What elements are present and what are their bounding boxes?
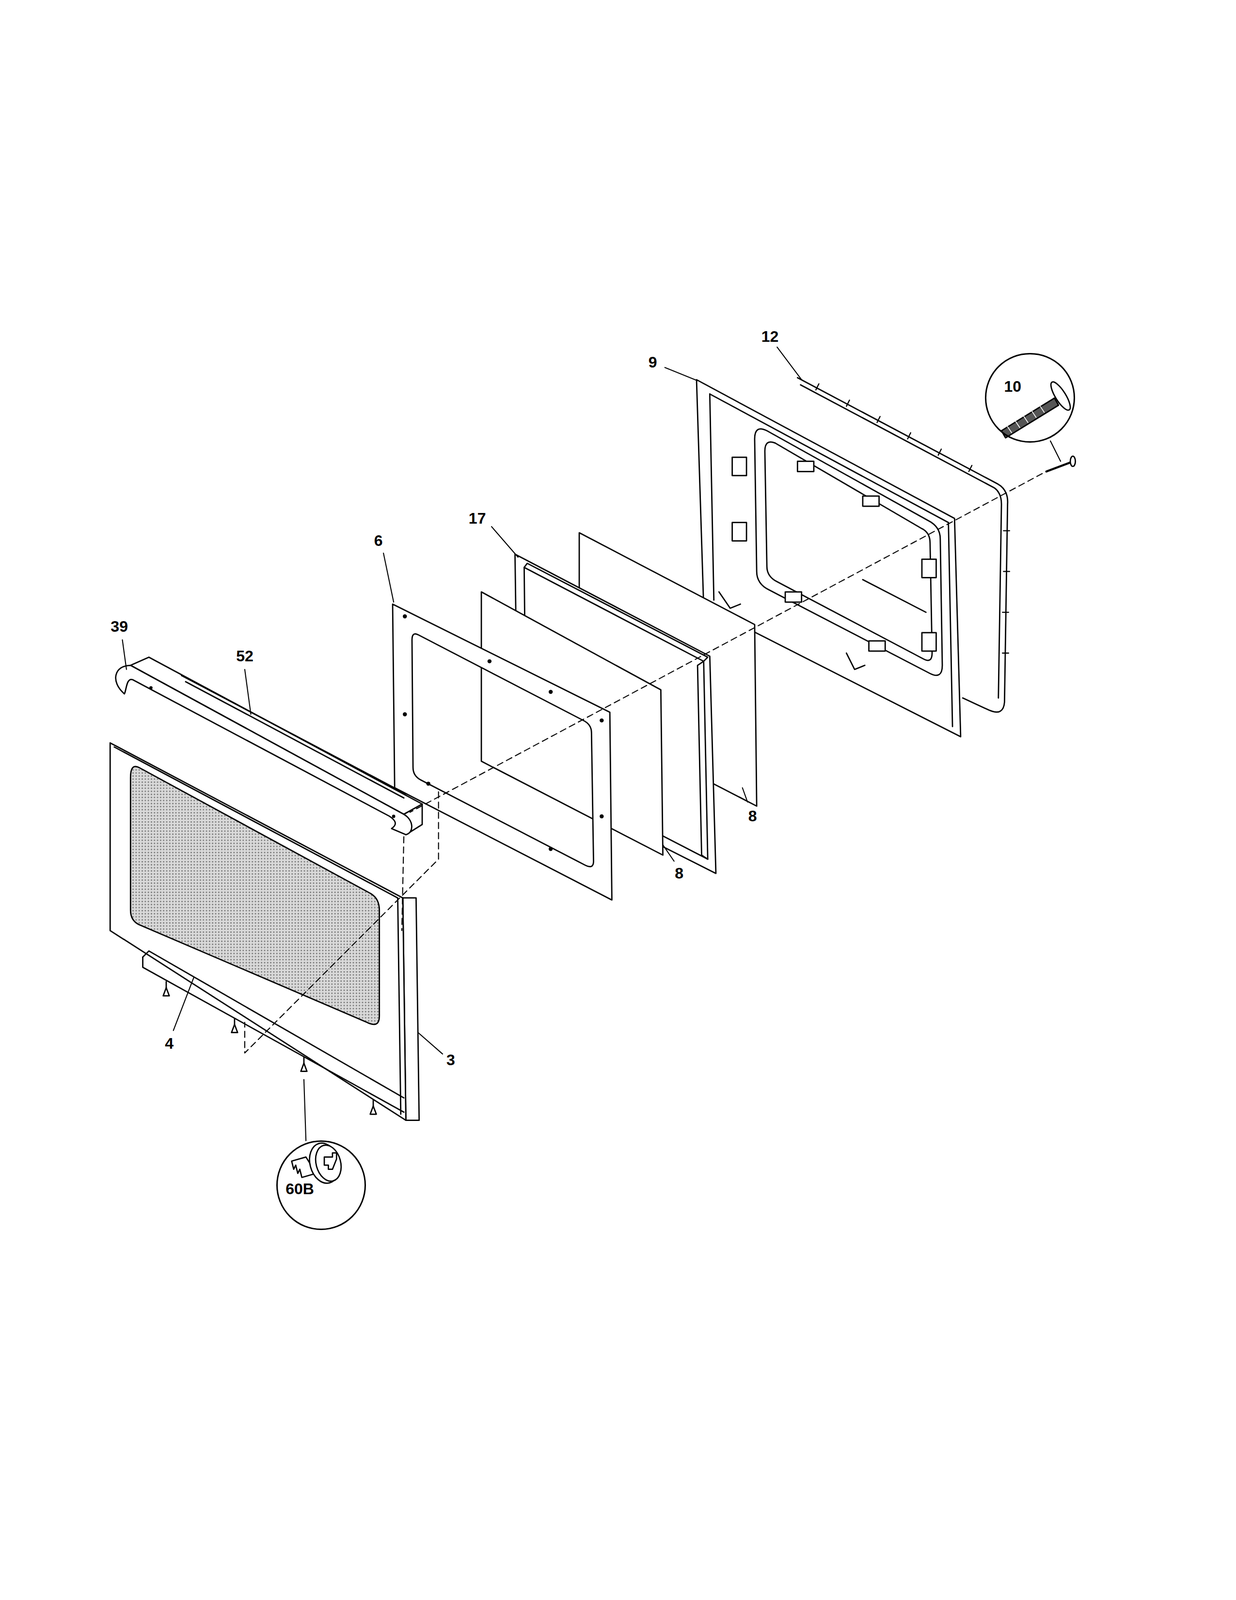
detail-callout-circle: 10	[984, 352, 1075, 443]
callout-number: 8	[746, 807, 759, 824]
callout-number: 17	[467, 509, 488, 527]
callout-number: 60B	[285, 1180, 315, 1197]
leader-line	[122, 347, 1061, 1141]
screw	[1046, 456, 1076, 472]
callout-number: 4	[163, 1034, 175, 1052]
screw	[163, 981, 377, 1115]
callout-number: 52	[234, 647, 255, 665]
callout-number: 8	[673, 864, 685, 882]
screw-detail	[291, 1139, 346, 1187]
window-frame	[392, 603, 612, 900]
callout-number: 9	[647, 353, 659, 371]
callout-number: 6	[372, 532, 385, 549]
alignment-line	[244, 473, 1043, 1053]
callout-number: 3	[444, 1051, 457, 1068]
detail-callout-circle: 60B	[276, 1140, 366, 1230]
callout-number: 12	[760, 328, 781, 345]
glass-panel	[481, 591, 664, 856]
callout-number: 39	[109, 618, 130, 635]
callout-number: 10	[1003, 378, 1022, 395]
door-handle	[115, 656, 423, 835]
